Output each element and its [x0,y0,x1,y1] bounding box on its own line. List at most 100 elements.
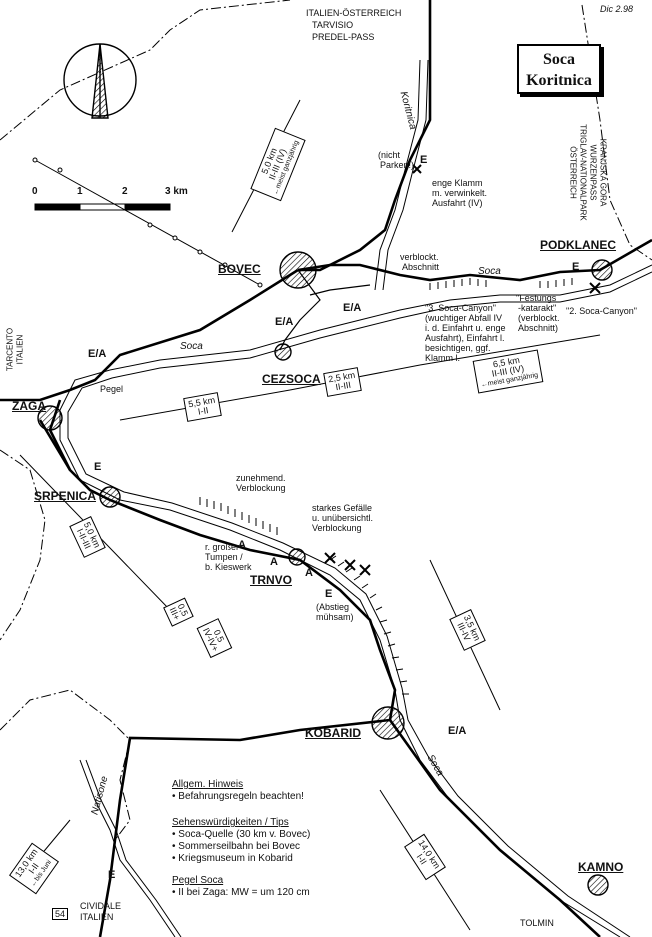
town-trnvo: TRNVO [250,573,292,587]
soca-river [59,264,652,937]
note-festungs-4: Abschnitt) [518,323,559,333]
notes-sights-heading: Sehenswürdigkeiten / Tips [172,817,289,828]
dest-southwest-2: ITALIEN [80,912,114,922]
rapid-markers [324,164,601,576]
state-border [0,0,652,841]
town-zaga: ZAGA [12,399,46,413]
dest-northeast-2: WURZENPASS [588,144,598,201]
notes-sights-item-2: • Sommerseilbahn bei Bovec [172,841,301,852]
note-festungs-1: "Festungs [516,293,557,303]
gorge-hatching [199,278,573,695]
corner-note: Dic 2.98 [600,4,634,14]
marker-a-trnvo-2: A [305,567,313,579]
srpenica-town-marker [99,486,121,508]
dest-west-2: ITALIEN [15,334,25,365]
town-kamno: KAMNO [578,860,624,874]
river-label-soca-1: Soca [478,266,501,277]
scale-label-2: 2 [122,186,128,197]
kobarid-town-marker [371,706,405,740]
note-zunehmend-1: zunehmend. [236,473,286,483]
notes-general-item: • Befahrungsregeln beachten! [172,791,304,802]
marker-a-tumpen: A [238,539,246,551]
title-line-2: Koritnica [526,72,592,89]
note-pegel: Pegel [100,384,124,394]
bovec-town-marker [279,251,317,289]
notes-general-heading: Allgem. Hinweis [172,779,244,790]
title-line-1: Soca [543,51,575,68]
dest-southwest-1: CIVIDALE [80,901,122,911]
note-nicht-parken-2: Parken!) [380,160,415,170]
note-tumpen-2: Tumpen / [205,552,243,562]
north-arrow [63,43,137,119]
dest-northeast-4: ÖSTERREICH [568,146,578,199]
note-enge-klamm-1: enge Klamm [432,178,483,188]
note-enge-klamm-3: Ausfahrt (IV) [432,198,483,208]
koritnica-river [374,59,429,291]
note-enge-klamm-2: m. verwinkelt. [432,188,488,198]
marker-ea-kobarid: E/A [448,725,467,737]
note-canyon3-6: Klamm l. [425,353,461,363]
marker-e-natisone: E [108,869,116,881]
note-verblockt-1: verblockt. [400,252,439,262]
dest-north-3: PREDEL-PASS [312,32,375,42]
marker-ea-zaga: E/A [88,348,107,360]
note-canyon3-1: "3. Soca-Canyon" [425,303,496,313]
cezsoca-town-marker [274,343,292,361]
zaga-town-marker [37,405,63,431]
scale-bar [34,203,171,211]
note-tumpen-3: b. Kieswerk [205,562,252,572]
notes-sights-item-3: • Kriegsmuseum in Kobarid [172,853,293,864]
note-nicht-parken-1: (nicht [378,150,401,160]
scale-label-0: 0 [32,186,38,197]
kamno-town-marker [587,874,609,896]
note-canyon3-3: i. d. Einfahrt u. enge [425,323,506,333]
note-canyon2: "2. Soca-Canyon" [566,306,637,316]
note-tumpen-1: r. großer [205,542,240,552]
scale-label-1: 1 [77,186,83,197]
note-festungs-3: (verblockt. [518,313,560,323]
podklanec-town-marker [591,259,613,281]
note-starkes-1: starkes Gefälle [312,503,373,513]
marker-e-trnvo: E [325,588,333,600]
marker-ea-cezsoca: E/A [275,316,294,328]
notes-gauge-item: • II bei Zaga: MW = um 120 cm [172,887,310,898]
notes-sights-item-1: • Soca-Quelle (30 km v. Bovec) [172,829,311,840]
town-bovec: BOVEC [218,262,261,276]
road-number: 54 [52,908,69,920]
cable-car [32,157,263,288]
trnvo-town-marker [288,548,306,566]
note-verblockt-2: Abschnitt [402,262,440,272]
dest-northeast-3: TRIGLAV-NATIONALPARK [578,124,588,221]
dest-west-1: TARCENTO [5,327,15,372]
note-canyon3-4: Ausfahrt), Einfahrt l. [425,333,505,343]
notes-gauge-heading: Pegel Soca [172,875,224,886]
scale-label-3: 3 km [165,186,188,197]
marker-e-podklanec: E [572,261,580,273]
town-cezsoca: CEZSOCA [262,372,321,386]
marker-ea-koritnica: E/A [343,302,362,314]
town-podklanec: PODKLANEC [540,238,617,252]
legend-notes: Allgem. Hinweis • Befahrungsregeln beach… [172,779,310,899]
town-kobarid: KOBARID [305,726,361,740]
river-label-soca-2: Soca [180,341,203,352]
note-starkes-3: Verblockung [312,523,362,533]
note-starkes-2: u. unübersichtl. [312,513,374,523]
map-title: Soca Koritnica [517,44,601,94]
town-markers [37,251,613,896]
note-absteig-1: (Abstieg [316,602,350,612]
marker-a-trnvo-1: A [270,556,278,568]
marker-e-koritnica: E [420,154,428,166]
natisone-river [79,759,182,937]
note-canyon3-5: besichtigen, ggf. [425,343,491,353]
dest-northeast-1: KRANJSKA GORA [598,138,608,207]
dest-southeast: TOLMIN [520,918,554,928]
dest-north-2: TARVISIO [312,20,354,30]
town-srpenica: SRPENICA [34,489,97,503]
note-canyon3-2: (wuchtiger Abfall IV [425,313,503,323]
note-absteig-2: mühsam) [316,612,354,622]
note-zunehmend-2: Verblockung [236,483,286,493]
marker-e-srpenica: E [94,461,102,473]
note-festungs-2: -katarakt" [518,303,557,313]
